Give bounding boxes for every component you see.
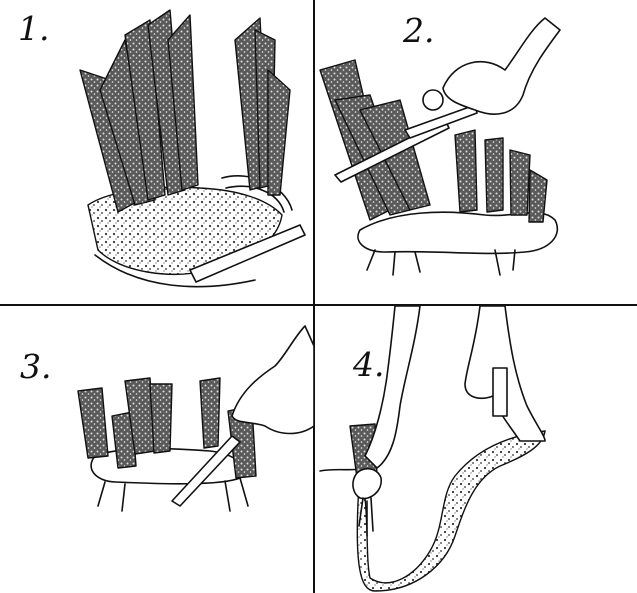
trim-leaves-illustration (315, 0, 637, 305)
step-3-panel: 3. (0, 306, 314, 593)
step-4-panel: 4. (315, 306, 637, 593)
step-2-panel: 2. (315, 0, 637, 305)
divide-rhizome-illustration (0, 306, 314, 593)
replant-division-illustration (315, 306, 637, 593)
step-1-panel: 1. (0, 0, 314, 305)
dig-clump-illustration (0, 0, 314, 305)
